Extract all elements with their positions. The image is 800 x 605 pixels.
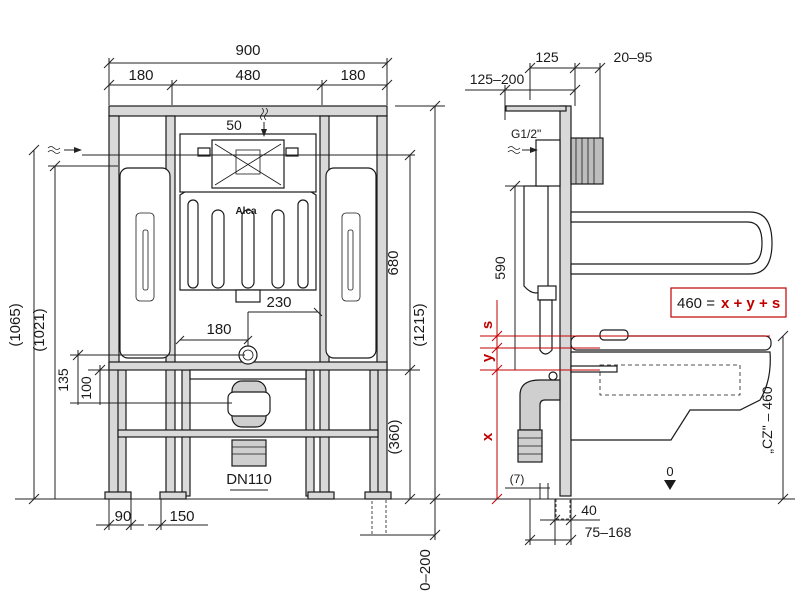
dim-height-680: 680 <box>385 250 402 275</box>
water-inlet-arrow-icon <box>260 107 268 137</box>
dim-bottom-90: 90 <box>115 508 132 525</box>
dim-side-bottom-40: 40 <box>581 502 597 518</box>
floor-marker-icon <box>664 480 676 490</box>
dim-middle: 480 <box>235 67 260 84</box>
side-top-rail <box>505 105 567 112</box>
side-frame-upright <box>559 105 572 497</box>
side-bottom-dimensions: (7) 40 75–168 <box>505 472 632 546</box>
drain-label: DN110 <box>226 471 272 488</box>
side-inlet-arrow-icon <box>507 146 538 154</box>
side-drain-pipe <box>517 365 618 463</box>
dim-height-360: (360) <box>386 419 403 454</box>
dim-flush-plate-offset: 230 <box>266 294 291 311</box>
left-dimensions: (1065) (1021) 135 100 <box>7 144 245 505</box>
grab-rail <box>570 211 773 275</box>
cistern: Alca <box>179 133 317 303</box>
thread-label: G1/2" <box>511 127 541 141</box>
dim-side-bottom-75-168: 75–168 <box>585 524 632 540</box>
dim-bottom-150: 150 <box>169 508 194 525</box>
dim-side-20-95: 20–95 <box>614 49 653 65</box>
dim-left-side: 180 <box>128 67 153 84</box>
dim-height-1021: (1021) <box>31 308 48 351</box>
bottom-dimensions: 90 150 0–200 <box>96 499 441 591</box>
frame-bottom-bar <box>117 429 379 438</box>
dim-height-100: 100 <box>78 376 94 400</box>
dim-bottom-range: 0–200 <box>417 549 434 591</box>
top-dimensions: 900 180 480 180 <box>103 42 393 105</box>
flush-plate-opening <box>211 139 285 189</box>
dim-right-side: 180 <box>340 67 365 84</box>
var-y: y <box>479 353 496 362</box>
dim-side-bottom-7: (7) <box>510 472 525 486</box>
dim-side-590: 590 <box>492 256 508 280</box>
formula-expression: x + y + s <box>721 295 780 312</box>
dim-height-135: 135 <box>55 368 71 392</box>
formula-box <box>670 287 787 318</box>
side-view: 125 20–95 125–200 G1/2" 590 <box>465 49 795 546</box>
frame-top-beam <box>108 105 388 117</box>
brand-logo-text: Alca <box>235 206 257 217</box>
formula-prefix: 460 = <box>677 295 715 312</box>
dim-total-width: 900 <box>235 42 260 59</box>
dim-pipe-offset: 180 <box>206 321 231 338</box>
var-x: x <box>479 432 496 441</box>
dim-height-1215: (1215) <box>411 303 428 346</box>
dim-side-125: 125 <box>535 49 559 65</box>
right-dimensions: 680 (1215) (360) <box>329 100 445 505</box>
xys-dimensions: s y x <box>479 300 770 505</box>
side-inlet-arrow-icon <box>47 146 82 154</box>
drain-pipe <box>189 345 307 467</box>
floor-zero-label: 0 <box>666 464 673 479</box>
side-top-dimensions: 125 20–95 125–200 <box>465 49 653 140</box>
dim-top-offset: 50 <box>226 117 242 133</box>
flush-valve <box>235 289 261 303</box>
dim-height-1065: (1065) <box>7 303 24 346</box>
toilet-bowl <box>570 329 772 441</box>
dim-cz: „CZ" – 460 <box>759 386 775 453</box>
front-view: 900 180 480 180 <box>7 42 470 591</box>
dim-side-125-200: 125–200 <box>470 71 525 87</box>
side-plate-right <box>325 167 377 359</box>
side-cistern <box>523 185 549 294</box>
var-s: s <box>479 321 496 329</box>
side-plate-left <box>119 167 171 359</box>
